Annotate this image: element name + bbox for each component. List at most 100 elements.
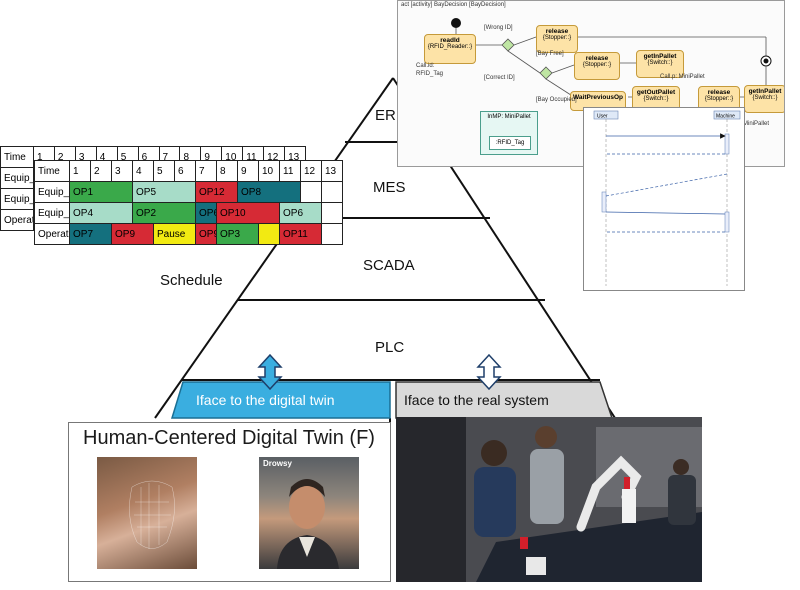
action-getinpallet-2: getInPallet{Switch::} [744,85,784,113]
action-name: release [545,28,569,35]
schedule-time-cell: 10 [258,160,280,182]
schedule-op-cell: OP12 [195,181,238,203]
back-row-label: Equip_2 [0,188,34,210]
hcdt-title: Human-Centered Digital Twin (F) [83,427,375,449]
lifeline-user-label: User [597,114,608,120]
action-sub: {Stopper::} [542,35,572,41]
back-row-label: Operator [0,209,34,231]
action-sub: {Switch::} [643,96,669,102]
schedule-time-cell: 3 [111,160,133,182]
object-node: InMP: MiniPallet :RFID_Tag [480,111,538,155]
initial-node [451,18,461,28]
schedule-time-cell: 11 [279,160,301,182]
iface-digital-bar [170,381,391,419]
action-name: getInPallet [643,53,677,60]
note-minipallet: MiniPallet [743,121,770,127]
action-sub: {Stopper::} [582,62,612,68]
action-name: release [707,89,731,96]
action-name: WaitPreviousOp [573,94,623,101]
schedule-op-cell: OP6 [279,202,322,224]
action-release-1: release{Stopper::} [536,25,578,53]
real-system-photo [396,417,702,582]
action-sub: {RFID_Reader::} [427,44,473,50]
double-arrow-real [476,353,502,391]
schedule-op-cell: OP8 [237,181,301,203]
object-pin: :RFID_Tag [489,136,531,150]
action-readid: readId{RFID_Reader::} [424,34,476,64]
operator-face-photo [97,457,197,569]
iface-digital-label: Iface to the digital twin [196,392,335,408]
avatar-figure [277,479,339,569]
sequence-lines: User Machine [593,110,741,286]
schedule-op-cell: OP2 [132,202,196,224]
lab-scene [396,417,702,582]
schedule-op-cell: OP1 [69,181,133,203]
schedule-op-cell [321,223,343,245]
level-plc: PLC [375,339,404,356]
pyramid-left-edge [154,77,394,419]
action-name: getInPallet [748,88,782,95]
action-name: getOutPallet [636,89,676,96]
sequence-diagram: User Machine [583,107,745,291]
schedule-time-cell: 2 [90,160,112,182]
schedule-header-label: Time [34,160,70,182]
schedule-op-cell: OP4 [69,202,133,224]
schedule-row-label: Equip_2 [34,202,70,224]
action-name: readId [440,37,460,44]
schedule-time-cell: 4 [132,160,154,182]
schedule-op-cell: OP3 [216,223,259,245]
schedule-op-cell [258,223,280,245]
schedule-table: Time12345678910111213Equip_1OP1OP5OP12OP… [34,160,343,245]
level-scada: SCADA [363,257,415,274]
schedule-op-cell [300,181,322,203]
human-centered-twin-panel: Human-Centered Digital Twin (F) Drowsy [68,422,391,582]
schedule-row: Equip_1OP1OP5OP12OP8 [34,181,343,203]
schedule-op-cell [321,202,343,224]
schedule-time-cell: 6 [174,160,196,182]
schedule-op-cell: OP6 [195,202,217,224]
back-row-label: Time [0,146,34,168]
schedule-time-cell: 13 [321,160,343,182]
drowsy-badge: Drowsy [263,459,292,468]
guard-bay-free: [Bay Free] [536,51,564,57]
guard-bay-occupied: [Bay Occupied] [536,97,577,103]
action-name: release [585,55,609,62]
schedule-op-cell [321,181,343,203]
schedule-time-cell: 1 [69,160,91,182]
schedule-op-cell: OP10 [216,202,280,224]
schedule-op-cell: OP7 [69,223,112,245]
guard-correct-id: [Correct ID] [484,75,515,81]
object-name: InMP: MiniPallet [487,114,531,120]
uml-title: act [activity] BayDecision [BayDecision] [401,2,506,8]
schedule-row: OperatorOP7OP9PauseOP9OP3OP11 [34,223,343,245]
back-row-label: Equip_1 [0,167,34,189]
decision-node [501,38,515,52]
note-call-p: Call.p: MiniPallet [660,74,705,80]
schedule-time-cell: 9 [237,160,259,182]
schedule-time-cell: 7 [195,160,217,182]
face-mesh-overlay [129,480,175,549]
action-sub: {Switch::} [647,60,673,66]
schedule-row-label: Operator [34,223,70,245]
lifeline-machine-label: Machine [716,114,735,120]
uml-edges [451,18,772,98]
decision-node [539,66,553,80]
schedule-op-cell: Pause [153,223,196,245]
schedule-op-cell: OP9 [111,223,154,245]
digital-human-avatar: Drowsy [259,457,359,569]
note-call-id: Call.id: [416,63,435,69]
guard-wrong-id: [Wrong ID] [484,25,513,31]
schedule-op-cell: OP11 [279,223,322,245]
schedule-caption: Schedule [160,272,223,289]
schedule-time-cell: 5 [153,160,175,182]
schedule-op-cell: OP5 [132,181,196,203]
note-rfid-tag: RFID_Tag [416,71,444,77]
schedule-row-label: Equip_1 [34,181,70,203]
schedule-row: Equip_2OP4OP2OP6OP10OP6 [34,202,343,224]
action-release-2: release{Stopper::} [574,52,620,80]
iface-real-label: Iface to the real system [404,392,549,408]
action-sub: {Stopper::} [704,96,734,102]
double-arrow-digital [257,353,283,391]
action-sub: {Switch::} [752,95,778,101]
